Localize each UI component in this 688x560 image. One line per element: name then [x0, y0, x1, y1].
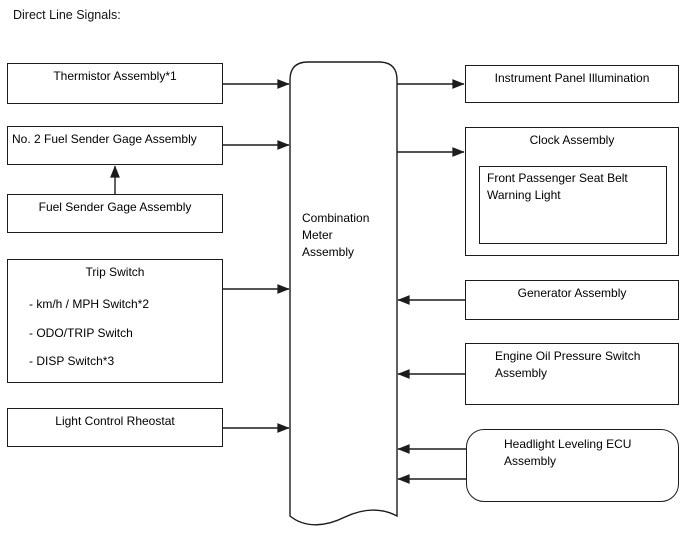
trip-switch-item-kmh-mph: - km/h / MPH Switch*2	[29, 297, 150, 311]
generator-assembly-box: Generator Assembly	[465, 280, 679, 320]
generator-assembly-label: Generator Assembly	[517, 286, 627, 300]
headlight-leveling-ecu-label: Headlight Leveling ECU Assembly	[504, 437, 632, 468]
no2-fuel-sender-gage-label: No. 2 Fuel Sender Gage Assembly	[12, 132, 197, 146]
instrument-panel-illumination-box: Instrument Panel Illumination	[465, 65, 679, 103]
engine-oil-pressure-switch-box: Engine Oil Pressure Switch Assembly	[465, 343, 679, 405]
engine-oil-pressure-switch-label: Engine Oil Pressure Switch Assembly	[495, 349, 641, 380]
light-control-rheostat-label: Light Control Rheostat	[55, 414, 175, 428]
no2-fuel-sender-gage-box: No. 2 Fuel Sender Gage Assembly	[7, 126, 223, 165]
thermistor-assembly-label: Thermistor Assembly*1	[53, 69, 177, 83]
trip-switch-item-odo-trip: - ODO/TRIP Switch	[29, 326, 133, 340]
headlight-leveling-ecu-box: Headlight Leveling ECU Assembly	[466, 429, 679, 502]
trip-switch-title: Trip Switch	[85, 265, 145, 279]
thermistor-assembly-box: Thermistor Assembly*1	[7, 63, 223, 104]
combination-meter-label: Combination Meter Assembly	[302, 211, 370, 259]
fuel-sender-gage-label: Fuel Sender Gage Assembly	[38, 200, 192, 214]
front-passenger-seat-belt-warning-label: Front Passenger Seat Belt Warning Light	[487, 171, 628, 202]
clock-assembly-box: Clock Assembly Front Passenger Seat Belt…	[465, 127, 679, 256]
trip-switch-item-disp: - DISP Switch*3	[29, 354, 115, 368]
clock-assembly-label: Clock Assembly	[529, 133, 615, 147]
trip-switch-box: Trip Switch - km/h / MPH Switch*2 - ODO/…	[7, 259, 223, 383]
instrument-panel-illumination-label: Instrument Panel Illumination	[494, 71, 650, 85]
light-control-rheostat-box: Light Control Rheostat	[7, 408, 223, 447]
front-passenger-seat-belt-warning-box: Front Passenger Seat Belt Warning Light	[479, 166, 667, 244]
diagram-title: Direct Line Signals:	[13, 8, 121, 22]
fuel-sender-gage-box: Fuel Sender Gage Assembly	[7, 194, 223, 233]
combination-meter-shape	[289, 61, 398, 526]
